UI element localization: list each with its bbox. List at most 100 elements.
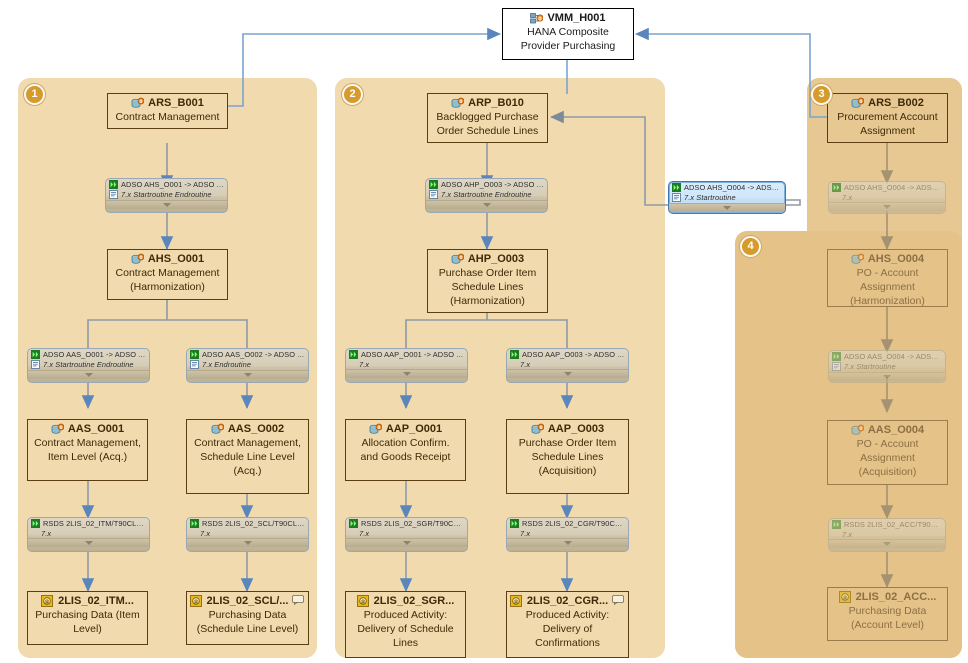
transformation-selected-ahs004-ars[interactable]: ADSO AHS_O004 -> ADSO AR... 7.x Startrou… — [668, 181, 786, 214]
node-title: @ 2LIS_02_CGR... — [509, 595, 625, 608]
transformation-expander[interactable] — [106, 200, 227, 209]
datasource-icon: @ — [189, 595, 203, 608]
transformation-expander[interactable] — [507, 538, 628, 547]
node-ahs-o001[interactable]: 0 AHS_O001 Contract Management (Harmoniz… — [107, 249, 228, 300]
node-datasource-itm[interactable]: @ 2LIS_02_ITM... Purchasing Data (Item L… — [27, 591, 148, 645]
transformation-row-1: RSDS 2LIS_02_CGR/T90CLNT0... — [507, 518, 628, 528]
node-datasource-sgr[interactable]: @ 2LIS_02_SGR... Produced Activity: Deli… — [345, 591, 466, 658]
node-title-text: 2LIS_02_CGR... — [526, 595, 609, 607]
transformation-aap001-ah[interactable]: ADSO AAP_O001 -> ADSO AH... 7.x — [345, 348, 468, 383]
transformation-ahs004-ars002[interactable]: ADSO AHS_O004 -> ADSO AR... 7.x — [828, 181, 946, 214]
transformation-icon — [510, 350, 519, 359]
transformation-expander[interactable] — [507, 369, 628, 378]
transformation-label: RSDS 2LIS_02_CGR/T90CLNT0... — [522, 519, 625, 528]
node-datasource-scl[interactable]: @ 2LIS_02_SCL/... Purchasing Data (Sched… — [186, 591, 309, 645]
transformation-row-1: ADSO AAS_O001 -> ADSO AH... — [28, 349, 149, 359]
transformation-rsds-scl[interactable]: RSDS 2LIS_02_SCL/T90CLNT0... 7.x — [186, 517, 309, 552]
node-desc-line-1: Purchase Order Item — [518, 437, 617, 449]
transformation-version: 7.x Startroutine Endroutine — [43, 360, 134, 369]
transformation-row-2: 7.x — [346, 359, 467, 369]
svg-text:0: 0 — [859, 255, 862, 261]
transformation-version: 7.x — [41, 529, 52, 538]
node-desc-line-1: Contract Management — [115, 267, 220, 279]
transformation-expander[interactable] — [187, 370, 308, 379]
transformation-expander[interactable] — [829, 539, 945, 548]
adso-icon: 0 — [211, 423, 224, 436]
svg-text:0: 0 — [377, 425, 380, 431]
node-title: 0 AAS_O002 — [191, 423, 304, 436]
note-icon[interactable] — [612, 595, 625, 608]
node-aas-o002[interactable]: 0 AAS_O002 Contract Management, Schedule… — [186, 419, 309, 494]
transformation-rsds-sgr[interactable]: RSDS 2LIS_02_SGR/T90CLNT0... 7.x — [345, 517, 468, 552]
transformation-row-2: 7.x — [28, 528, 149, 538]
transformation-label: ADSO AAS_O002 -> ADSO AH... — [202, 350, 305, 359]
node-aas-o001[interactable]: 0 AAS_O001 Contract Management, Item Lev… — [27, 419, 148, 481]
transformation-expander[interactable] — [426, 200, 547, 209]
node-ars-b002[interactable]: 0 ARS_B002 Procurement Account Assignmen… — [827, 93, 948, 143]
node-desc-line-2: Assignment — [860, 452, 915, 464]
adso-icon: 0 — [131, 253, 144, 266]
node-desc-line-1: Procurement Account — [837, 111, 938, 123]
svg-text:@: @ — [45, 599, 50, 605]
node-ahs-o004[interactable]: 0 AHS_O004 PO - Account Assignment (Harm… — [827, 249, 948, 307]
node-title: @ 2LIS_02_ITM... — [32, 595, 143, 608]
routine-icon — [109, 190, 118, 199]
transformation-icon — [832, 352, 841, 361]
note-icon[interactable] — [292, 595, 305, 608]
transformation-aap003-ah[interactable]: ADSO AAP_O003 -> ADSO AH... 7.x — [506, 348, 629, 383]
transformation-rsds-itm[interactable]: RSDS 2LIS_02_ITM/T90CLNT0... 7.x — [27, 517, 150, 552]
node-datasource-acc[interactable]: @ 2LIS_02_ACC... Purchasing Data (Accoun… — [827, 587, 948, 641]
node-aas-o004[interactable]: 0 AAS_O004 PO - Account Assignment (Acqu… — [827, 420, 948, 485]
transformation-expander[interactable] — [346, 369, 467, 378]
transformation-row-2: 7.x — [507, 528, 628, 538]
svg-text:@: @ — [360, 599, 365, 605]
node-datasource-cgr[interactable]: @ 2LIS_02_CGR... Produced Activity: Deli… — [506, 591, 629, 658]
transformation-aas002-ahs[interactable]: ADSO AAS_O002 -> ADSO AH... 7.x Endrouti… — [186, 348, 309, 383]
transformation-expander[interactable] — [28, 538, 149, 547]
node-desc-line-3: (Acquisition) — [858, 466, 917, 478]
transformation-expander[interactable] — [28, 370, 149, 379]
transformation-label: RSDS 2LIS_02_ACC/T90CLNT0... — [844, 520, 942, 529]
node-desc-line-1: Purchasing Data — [208, 609, 287, 621]
node-aap-o003[interactable]: 0 AAP_O003 Purchase Order Item Schedule … — [506, 419, 629, 494]
transformation-rsds-cgr[interactable]: RSDS 2LIS_02_CGR/T90CLNT0... 7.x — [506, 517, 629, 552]
group-panel-4 — [735, 231, 962, 658]
node-title: 0 AAP_O001 — [350, 423, 461, 436]
node-desc-line-2: Order Schedule Lines — [436, 125, 539, 137]
node-title: 0 AHS_O001 — [112, 253, 223, 266]
transformation-aas004-ah[interactable]: ADSO AAS_O004 -> ADSO AH... 7.x Startrou… — [828, 350, 946, 383]
node-arp-b010[interactable]: 0 ARP_B010 Backlogged Purchase Order Sch… — [427, 93, 548, 143]
transformation-aas001-ahs[interactable]: ADSO AAS_O001 -> ADSO AH... 7.x Startrou… — [27, 348, 150, 383]
transformation-icon — [510, 519, 519, 528]
node-vmm-h001[interactable]: 0 VMM_H001 HANA Composite Provider Purch… — [502, 8, 634, 60]
node-desc-line-1: PO - Account — [856, 267, 919, 279]
transformation-row-1: ADSO AAP_O001 -> ADSO AH... — [346, 349, 467, 359]
transformation-label: ADSO AHP_O003 -> ADSO AR... — [441, 180, 544, 189]
node-aap-o001[interactable]: 0 AAP_O001 Allocation Confirm. and Goods… — [345, 419, 466, 481]
node-ahp-o003[interactable]: 0 AHP_O003 Purchase Order Item Schedule … — [427, 249, 548, 313]
node-ars-b001[interactable]: 0 ARS_B001 Contract Management — [107, 93, 228, 129]
transformation-icon — [190, 350, 199, 359]
transformation-ahp003-ars[interactable]: ADSO AHP_O003 -> ADSO AR... 7.x Startrou… — [425, 178, 548, 213]
transformation-expander[interactable] — [829, 372, 945, 381]
transformation-ahs001-ars001[interactable]: ADSO AHS_O001 -> ADSO AR... 7.x Startrou… — [105, 178, 228, 213]
transformation-expander[interactable] — [829, 202, 945, 211]
node-desc-line-1: Purchasing Data — [848, 605, 927, 617]
transformation-row-2: 7.x Startroutine — [829, 361, 945, 371]
transformation-expander[interactable] — [346, 538, 467, 547]
routine-icon — [31, 360, 40, 369]
svg-text:0: 0 — [59, 425, 62, 431]
transformation-version: 7.x Startroutine Endroutine — [441, 190, 532, 199]
transformation-expander[interactable] — [669, 203, 785, 212]
transformation-row-2: 7.x Startroutine Endroutine — [426, 189, 547, 199]
composite-provider-icon: 0 — [530, 12, 544, 25]
transformation-expander[interactable] — [187, 538, 308, 547]
transformation-row-1: RSDS 2LIS_02_SGR/T90CLNT0... — [346, 518, 467, 528]
datasource-icon: @ — [356, 595, 370, 608]
node-title-text: VMM_H001 — [547, 12, 606, 24]
svg-text:0: 0 — [860, 99, 863, 105]
node-title: @ 2LIS_02_SCL/... — [189, 595, 305, 608]
transformation-row-2: 7.x Startroutine — [669, 192, 785, 202]
transformation-rsds-acc[interactable]: RSDS 2LIS_02_ACC/T90CLNT0... 7.x — [828, 518, 946, 552]
